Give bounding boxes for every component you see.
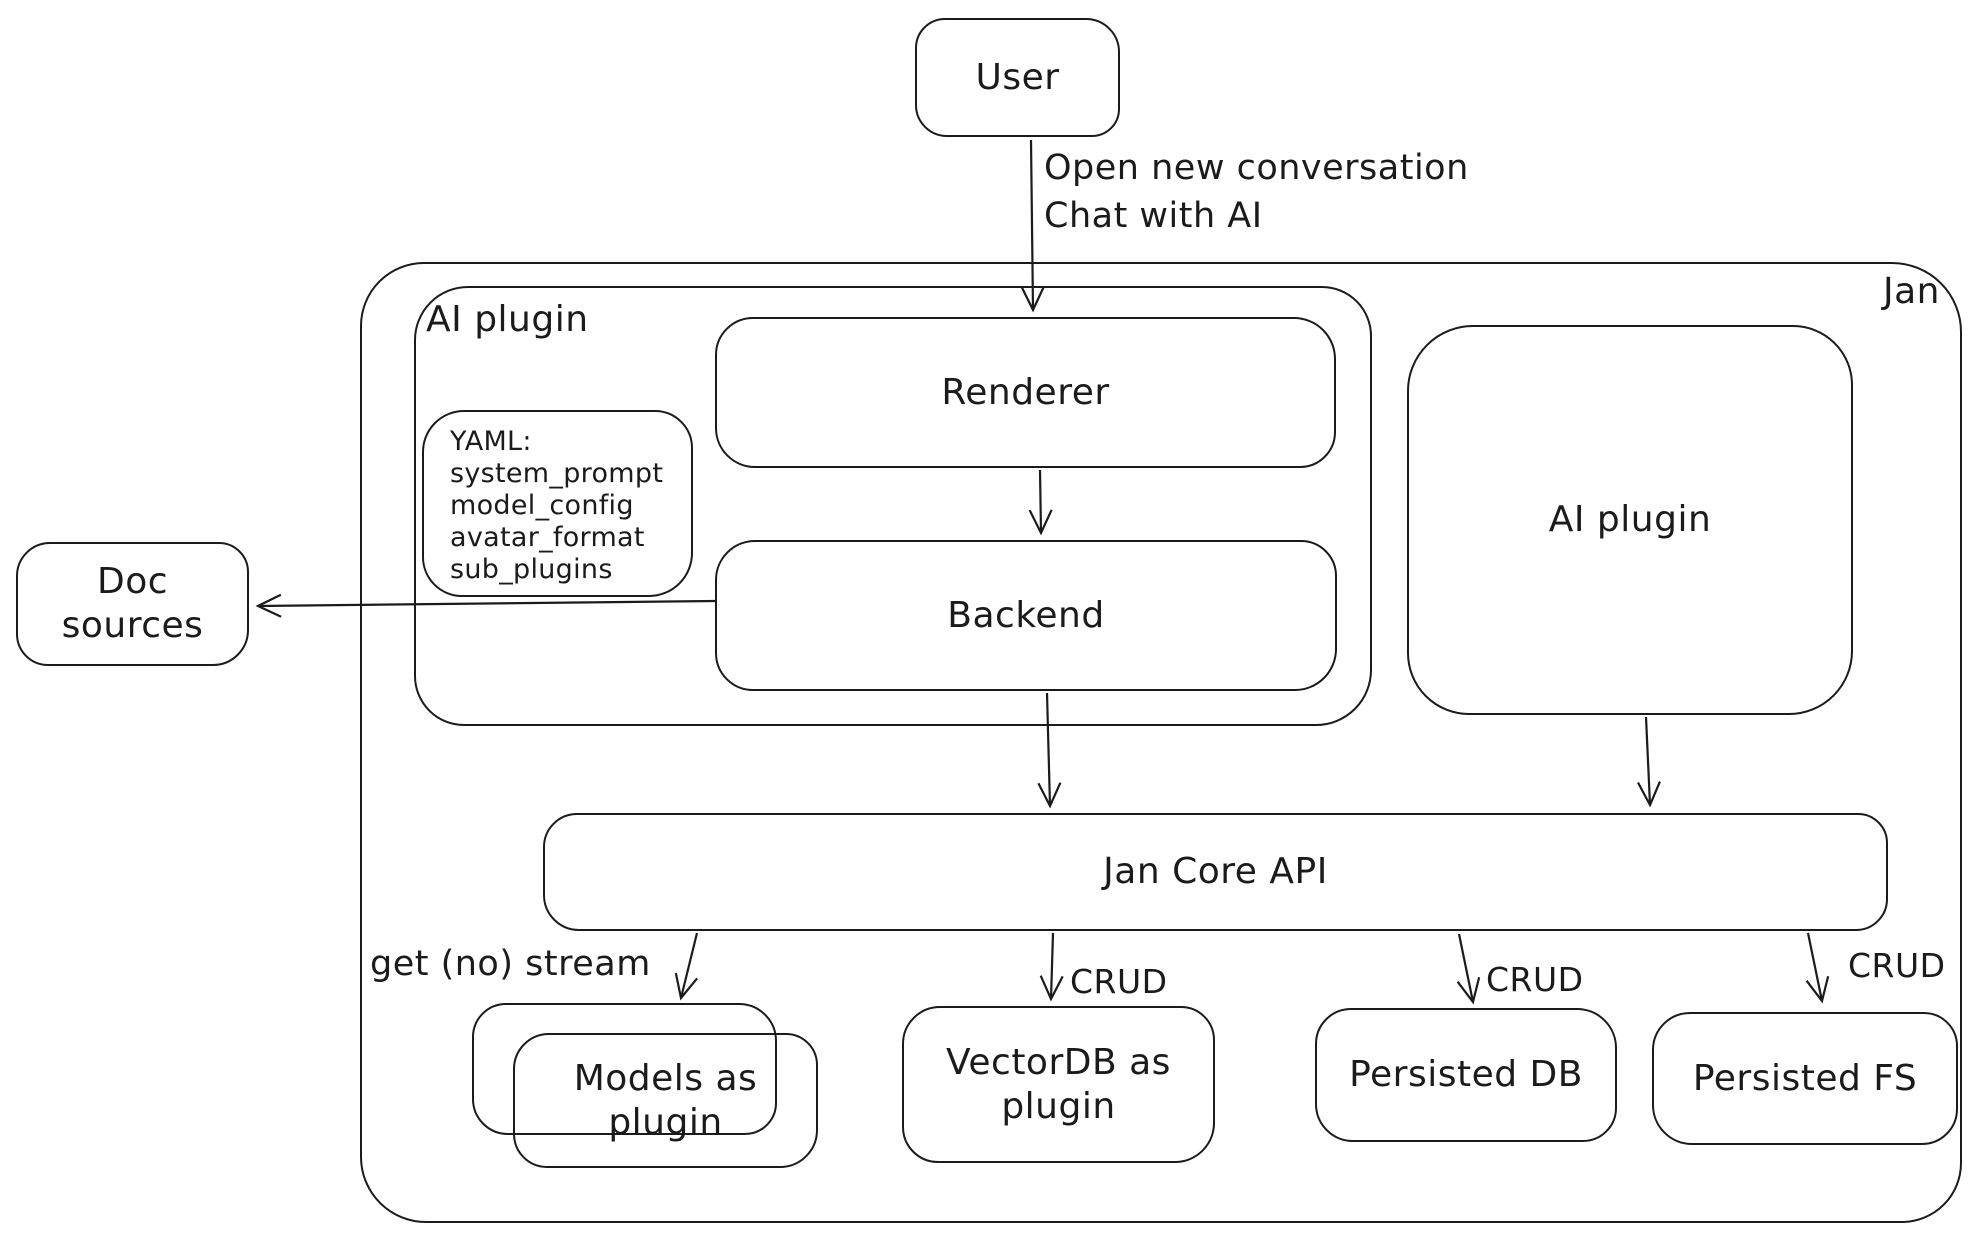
persisted-fs-label: Persisted FS	[1692, 1057, 1918, 1099]
node-user: User	[915, 18, 1120, 137]
node-persisted-db: Persisted DB	[1315, 1008, 1617, 1142]
yaml-line: model_config	[450, 490, 634, 521]
node-jan-core-api: Jan Core API	[543, 813, 1888, 931]
yaml-line: sub_plugins	[450, 554, 613, 585]
ai-plugin-left-label: AI plugin	[426, 299, 589, 340]
node-persisted-fs: Persisted FS	[1652, 1012, 1958, 1145]
persisted-db-label: Persisted DB	[1349, 1054, 1583, 1096]
yaml-line: YAML:	[450, 426, 532, 457]
yaml-line: system_prompt	[450, 458, 664, 489]
ai-plugin-right-label: AI plugin	[1548, 499, 1712, 541]
node-ai-plugin-left-container	[414, 286, 1372, 726]
node-doc-sources: Doc sources	[16, 542, 249, 666]
edge-label-crud-persisted-fs: CRUD	[1848, 946, 1946, 985]
user-label: User	[975, 56, 1060, 98]
vectordb-as-plugin-label: VectorDB as plugin	[946, 1041, 1171, 1127]
node-renderer: Renderer	[715, 317, 1336, 468]
yaml-line: avatar_format	[450, 522, 645, 553]
renderer-label: Renderer	[941, 371, 1110, 413]
node-models-as-plugin: Models as plugin	[513, 1033, 818, 1168]
node-ai-plugin-right: AI plugin	[1407, 325, 1853, 715]
doc-sources-label: Doc sources	[61, 561, 204, 646]
node-models-as-plugin-back	[472, 1003, 777, 1135]
note-yaml-config: YAML: system_prompt model_config avatar_…	[422, 410, 693, 597]
edge-label-get-no-stream: get (no) stream	[370, 944, 651, 984]
edge-label-open-new-conversation: Open new conversation	[1044, 148, 1469, 188]
models-as-plugin-label: Models as plugin	[573, 1057, 758, 1143]
backend-label: Backend	[947, 594, 1105, 636]
jan-container-label: Jan	[1883, 271, 1940, 312]
edge-label-chat-with-ai: Chat with AI	[1044, 196, 1263, 236]
edge-label-crud-vectordb: CRUD	[1070, 962, 1168, 1001]
node-backend: Backend	[715, 540, 1337, 691]
node-jan-container	[360, 262, 1962, 1223]
edge-label-crud-persisted-db: CRUD	[1486, 960, 1584, 999]
yaml-config-text: YAML: system_prompt model_config avatar_…	[424, 412, 663, 586]
node-vectordb-as-plugin: VectorDB as plugin	[902, 1006, 1215, 1163]
jan-core-api-label: Jan Core API	[1103, 851, 1328, 893]
